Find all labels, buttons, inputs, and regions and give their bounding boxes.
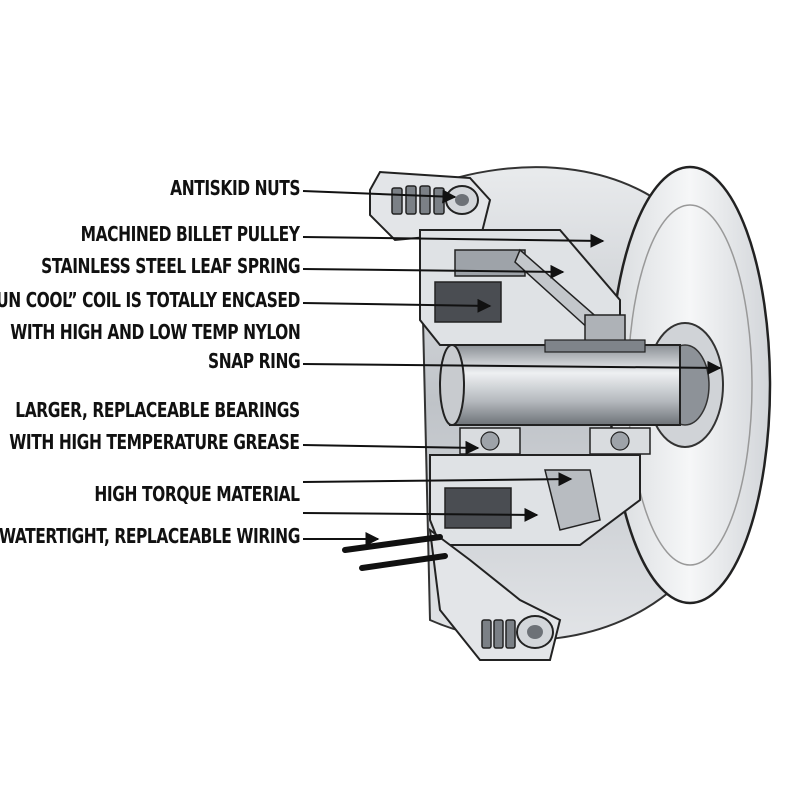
label-nylon-line1: WITH HIGH AND LOW TEMP NYLON — [9, 320, 301, 344]
wiring-cables — [342, 534, 448, 571]
label-snap-ring: SNAP RING — [207, 349, 301, 373]
upper-cutaway — [419, 229, 626, 346]
leader-torque — [302, 472, 573, 487]
leader-bearings — [302, 440, 480, 455]
label-bearings-line1: LARGER, REPLACEABLE BEARINGS — [15, 398, 301, 422]
coil-upper — [434, 281, 502, 323]
leader-antiskid — [302, 189, 457, 204]
label-wiring: WATERTIGHT, REPLACEABLE WIRING — [0, 524, 300, 548]
label-bearings-line2: WITH HIGH TEMPERATURE GREASE — [9, 430, 301, 454]
coil-lower — [444, 487, 512, 529]
leader-lines — [302, 189, 722, 546]
label-run-cool-coil: “RUN COOL” COIL IS TOTALLY ENCASED — [0, 288, 300, 312]
label-antiskid-nuts: ANTISKID NUTS — [170, 176, 300, 200]
bottom-bracket — [428, 527, 562, 661]
leader-pulley — [302, 233, 605, 248]
label-billet-pulley: MACHINED BILLET PULLEY — [81, 222, 300, 246]
leader-coil — [302, 298, 492, 313]
leader-snap-ring — [302, 360, 722, 375]
label-high-torque: HIGH TORQUE MATERIAL — [94, 482, 301, 506]
leader-torque-2 — [302, 507, 539, 522]
label-leaf-spring: STAINLESS STEEL LEAF SPRING — [40, 254, 300, 278]
shaft — [439, 339, 681, 426]
leader-spring — [302, 264, 565, 279]
